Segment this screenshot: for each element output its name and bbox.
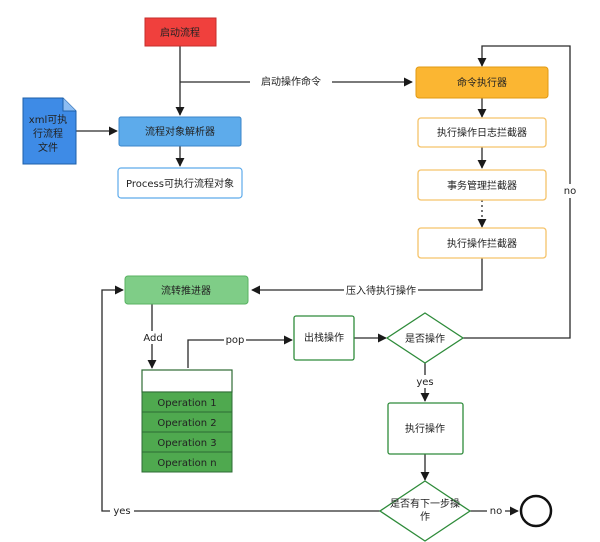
- parser-node-label: 流程对象解析器: [145, 125, 215, 138]
- edge-label-yes-exec: yes: [416, 377, 433, 388]
- edge-label-yes-loop: yes: [113, 506, 130, 517]
- flow-engine-label: 流转推进器: [161, 284, 211, 297]
- stack-item-1: Operation 1: [157, 398, 216, 409]
- edge-label-add: Add: [143, 333, 162, 344]
- operation-stack: Operation 1 Operation 2 Operation 3 Oper…: [141, 369, 233, 473]
- flow-engine-node: [124, 275, 249, 305]
- execute-operation-label: 执行操作: [405, 422, 445, 435]
- xml-file-label-1: xml可执: [29, 113, 67, 126]
- execute-operation-node: [387, 402, 464, 455]
- tx-interceptor-label: 事务管理拦截器: [447, 179, 517, 192]
- has-next-label-2: 作: [420, 511, 430, 523]
- edge-label-no-end: no: [490, 506, 502, 517]
- edge-label-no-back: no: [564, 186, 576, 197]
- xml-file-icon: [22, 97, 77, 165]
- tx-interceptor-node: [417, 169, 547, 201]
- edge-label-start-cmd: 启动操作命令: [261, 75, 321, 88]
- log-interceptor-label: 执行操作日志拦截器: [437, 126, 527, 139]
- edge-label-pop: pop: [226, 335, 245, 346]
- command-executor-node: [415, 66, 549, 99]
- edge-isop-no: [463, 45, 571, 339]
- has-next-label-1: 是否有下一步操: [390, 497, 460, 510]
- xml-file-label-2: 行流程: [33, 127, 63, 140]
- start-node-label: 启动流程: [160, 26, 200, 39]
- process-object-label: Process可执行流程对象: [126, 177, 234, 190]
- log-interceptor-node: [417, 117, 547, 148]
- has-next-decision: [378, 480, 472, 542]
- stack-item-3: Operation 3: [157, 438, 216, 449]
- start-node: [144, 17, 217, 47]
- stack-item-2: Operation 2: [157, 418, 216, 429]
- edge-label-push: 压入待执行操作: [346, 284, 416, 297]
- stack-item-4: Operation n: [157, 458, 216, 469]
- end-node: [519, 494, 553, 528]
- xml-file-fold: [62, 98, 76, 112]
- is-operation-decision: [385, 312, 465, 364]
- exec-interceptor-node: [417, 227, 547, 259]
- command-executor-label: 命令执行器: [457, 76, 507, 89]
- exec-interceptor-label: 执行操作拦截器: [447, 237, 517, 250]
- pop-operation-label: 出栈操作: [304, 331, 344, 344]
- pop-operation-node: [293, 315, 355, 361]
- edge-exec-flow: [251, 258, 483, 295]
- edge-hasnext-yes: [101, 285, 381, 512]
- edge-stack-pop: [187, 335, 293, 368]
- process-object-node: [117, 167, 243, 199]
- parser-node: [118, 116, 242, 147]
- xml-file-label-3: 文件: [38, 141, 58, 154]
- is-operation-label: 是否操作: [405, 332, 445, 345]
